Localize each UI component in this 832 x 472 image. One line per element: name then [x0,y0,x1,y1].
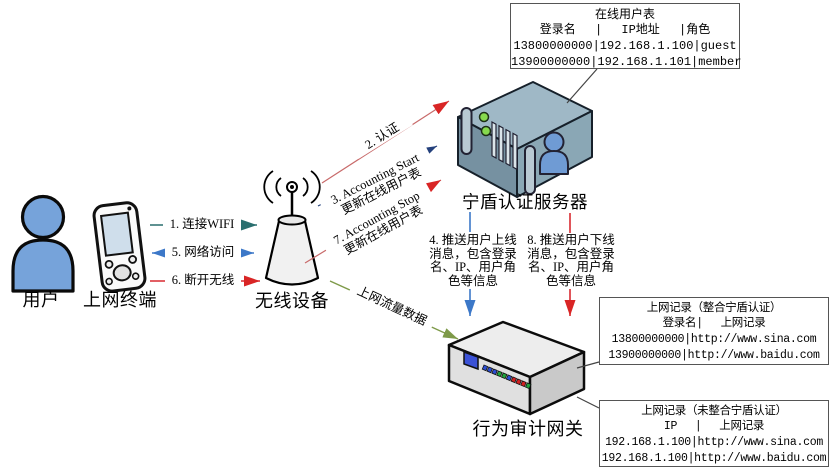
callout-unintegrated-table [576,396,600,409]
terminal-icon [92,201,147,293]
callout-online-table [566,68,598,104]
flow-disconnect-label: 6. 断开无线 [165,273,241,288]
user-icon [11,194,75,293]
table-row: 13800000000|http://www.sina.com [611,333,817,346]
records-unintegrated-table: 上网记录（未整合宁盾认证） IP | 上网记录 192.168.1.100|ht… [599,400,829,467]
table-row: 13800000000|192.168.1.100|guest [513,39,737,53]
table-header: 登录名| 上网记录 [662,317,766,330]
server-icon [457,81,593,198]
flow-connect-wifi-label: 1. 连接WIFI [163,217,241,232]
terminal-label: 上网终端 [83,290,157,310]
online-users-table: 在线用户表 登录名 | IP地址 |角色 13800000000|192.168… [510,3,742,69]
callout-integrated-table [576,361,600,369]
table-row: 192.168.1.100|http://www.sina.com [605,436,823,449]
user-label: 用户 [22,290,60,310]
flow-push-offline-label: 8. 推送用户下线 消息，包含登录 名、IP、用户角 色等信息 [527,233,615,288]
table-row: 13900000000|http://www.baidu.com [608,349,820,362]
wireless-label: 无线设备 [255,291,329,311]
table-title: 上网记录（未整合宁盾认证） [641,405,787,417]
table-row: 13900000000|192.168.1.101|member [511,55,742,69]
gateway-icon [447,320,586,416]
antenna-icon [263,170,321,286]
gateway-label: 行为审计网关 [472,419,584,439]
table-header: 登录名 | IP地址 |角色 [539,23,711,37]
table-header: IP | 上网记录 [663,420,765,433]
flow-push-online-label: 4. 推送用户上线 消息，包含登录 名、IP、用户角 色等信息 [429,233,517,288]
table-title: 上网记录（整合宁盾认证） [646,302,782,314]
server-label: 宁盾认证服务器 [462,192,588,212]
records-integrated-table: 上网记录（整合宁盾认证） 登录名| 上网记录 13800000000|http:… [599,297,829,365]
table-row: 192.168.1.100|http://www.baidu.com [601,452,827,465]
flow-network-access-label: 5. 网络访问 [165,245,241,260]
table-title: 在线用户表 [594,7,655,21]
